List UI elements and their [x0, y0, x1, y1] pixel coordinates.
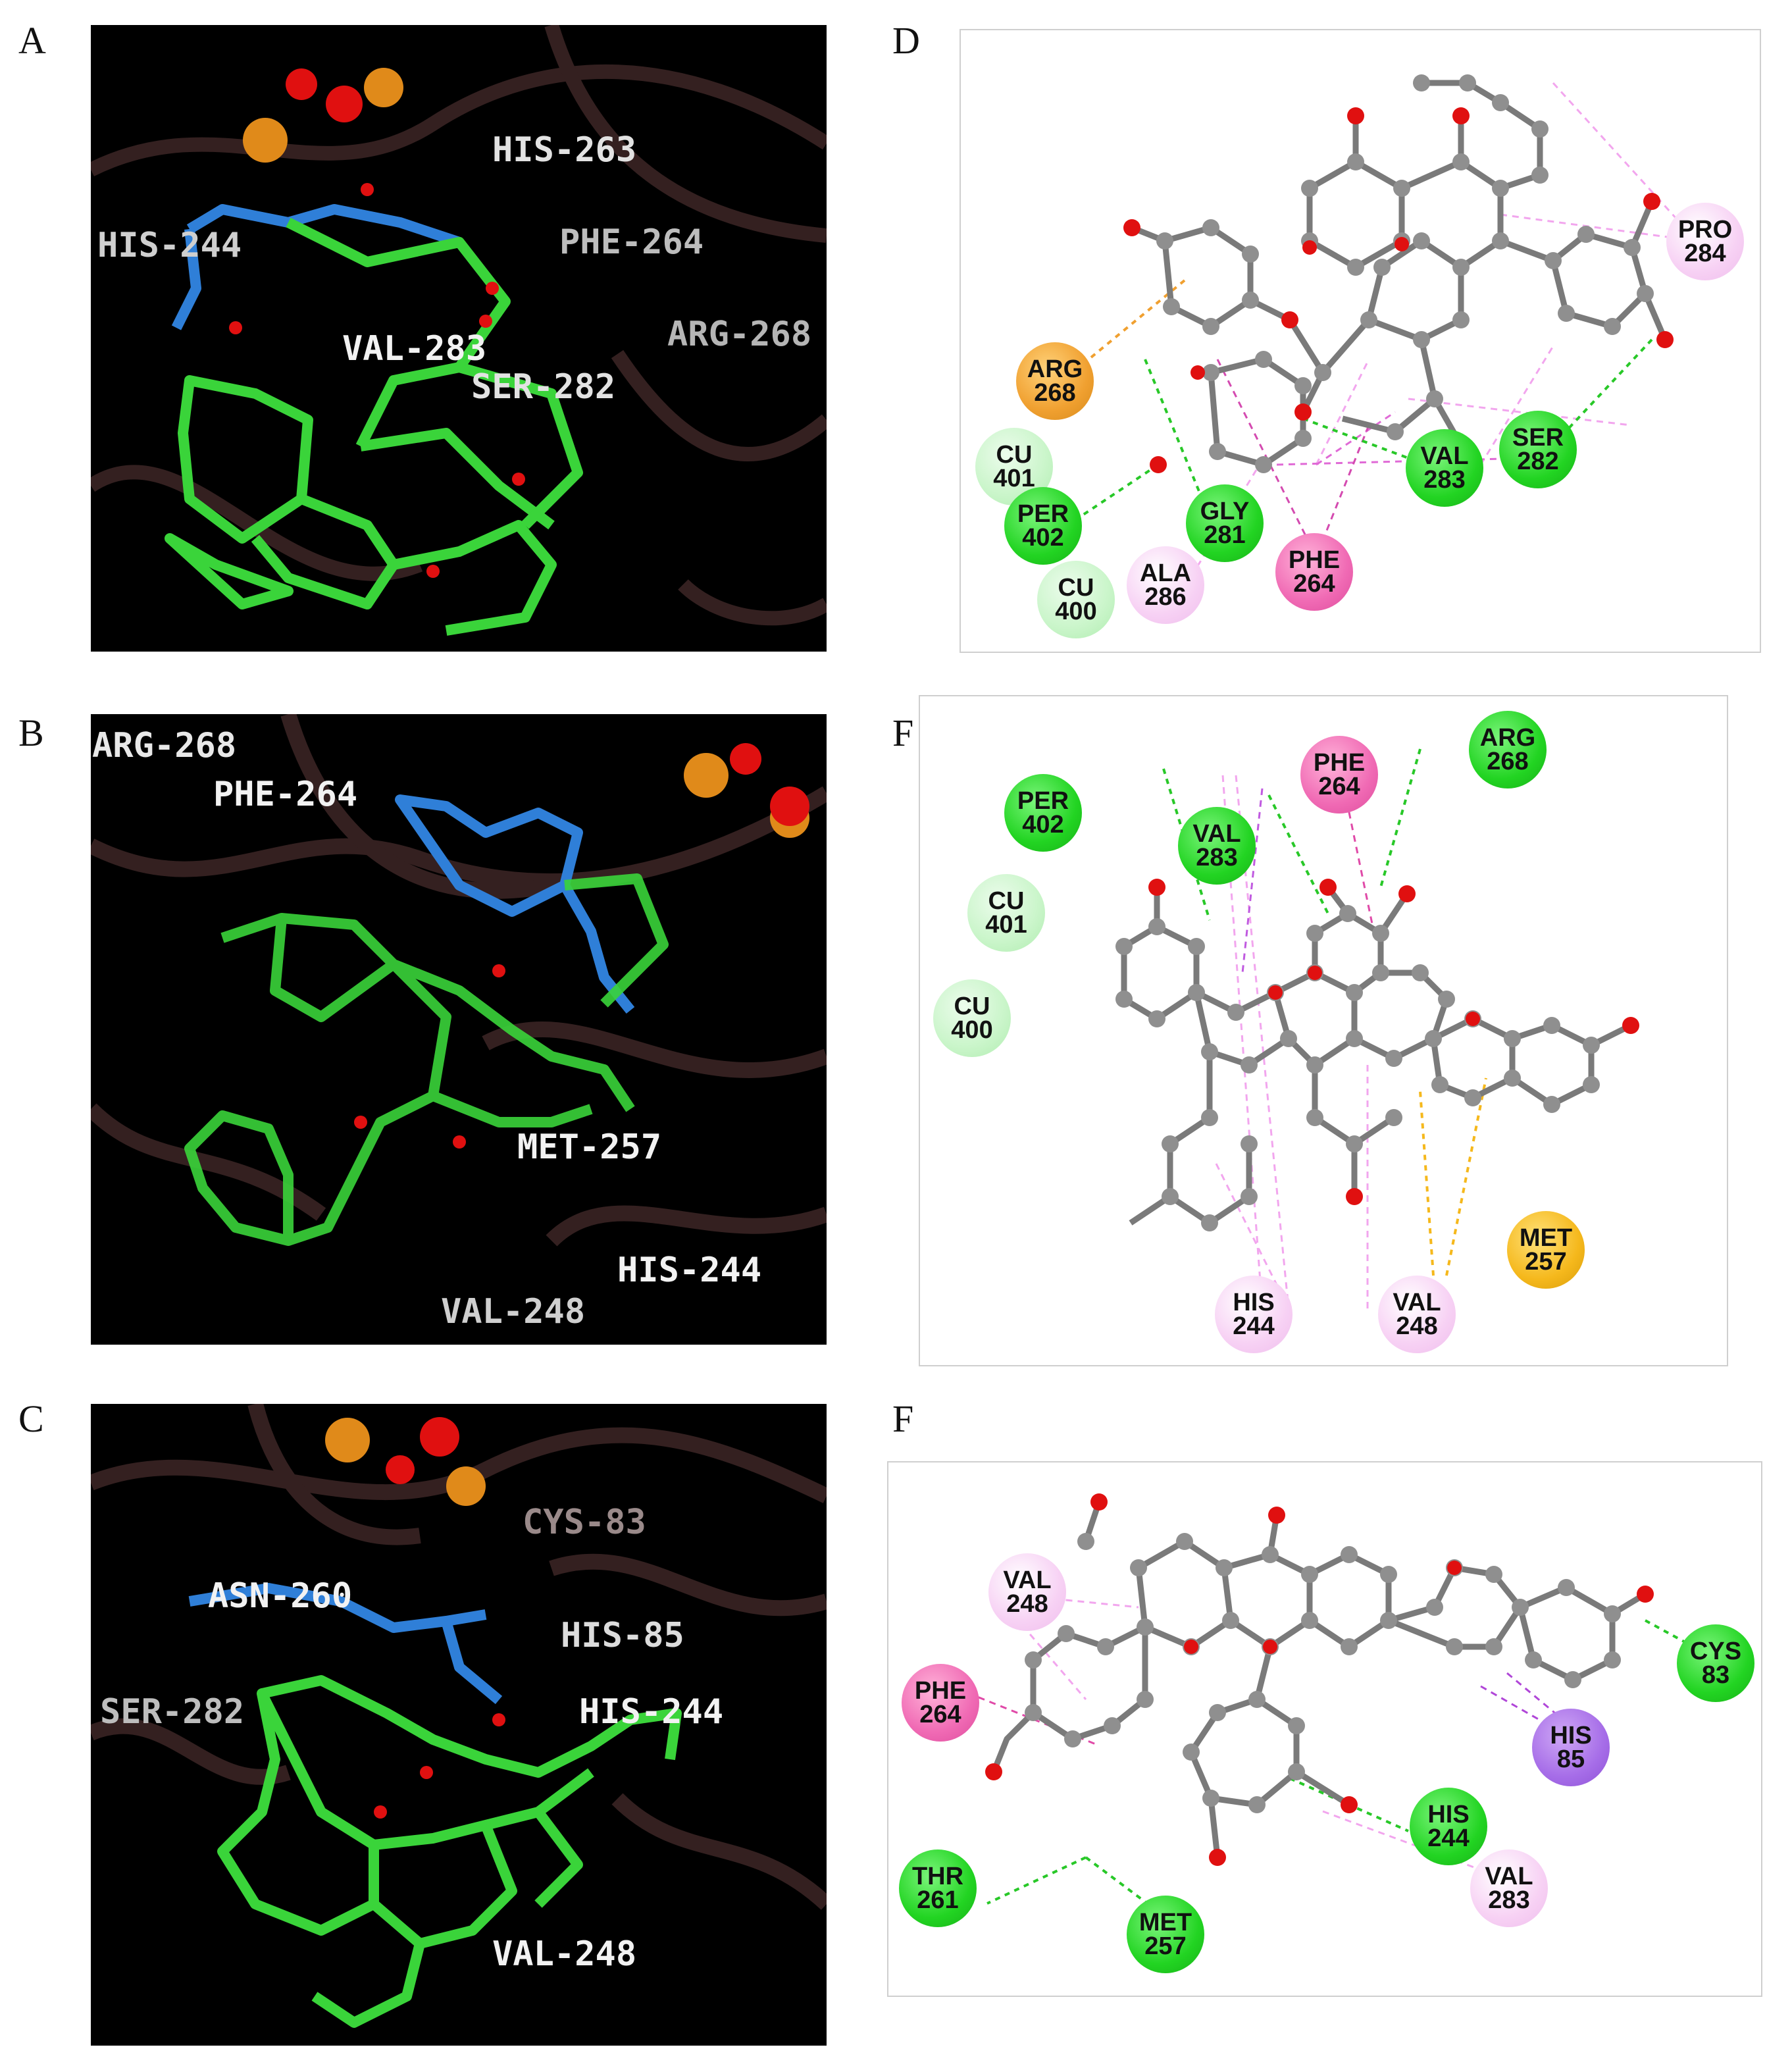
residue-pro284: PRO 284 — [1666, 203, 1744, 280]
residue-label-arg268: ARG-268 — [92, 726, 237, 765]
residue-phe264: PHE 264 — [1300, 736, 1378, 814]
residue-arg268: ARG 268 — [1469, 711, 1547, 788]
residue-label-ser282: SER-282 — [471, 367, 616, 407]
residue-label-his244: HIS-244 — [617, 1251, 762, 1290]
residue-val283: VAL 283 — [1470, 1849, 1548, 1927]
panel-a-3d-view: HIS-263 HIS-244 PHE-264 ARG-268 VAL-283 … — [91, 25, 827, 652]
residue-label-his244: HIS-244 — [579, 1692, 724, 1732]
residue-val283: VAL 283 — [1406, 429, 1483, 507]
residue-cys83: CYS 83 — [1677, 1624, 1754, 1702]
residue-cu400: CU 400 — [933, 979, 1011, 1057]
residue-val248: VAL 248 — [988, 1553, 1066, 1631]
panel-c-3d-view: CYS-83 ASN-260 HIS-85 SER-282 HIS-244 VA… — [91, 1404, 827, 2046]
residue-per402: PER 402 — [1004, 774, 1082, 852]
residue-label-his85: HIS-85 — [561, 1616, 684, 1655]
residue-gly281: GLY 281 — [1186, 484, 1264, 562]
residue-label-met257: MET-257 — [517, 1127, 662, 1167]
residue-label-asn260: ASN-260 — [208, 1576, 353, 1616]
residue-label-cys83: CYS-83 — [523, 1503, 646, 1542]
residue-label-his244: HIS-244 — [97, 226, 242, 265]
residue-label-his263: HIS-263 — [492, 130, 637, 170]
residue-label-ser282: SER-282 — [100, 1692, 245, 1732]
panel-letter-c: C — [18, 1397, 44, 1440]
panel-e-ligand-drawing — [1115, 742, 1639, 1309]
residue-arg268: ARG 268 — [1016, 342, 1094, 420]
panel-f-ligand-drawing — [967, 1493, 1718, 1938]
residue-his85: HIS 85 — [1532, 1709, 1610, 1786]
panel-letter-a: A — [18, 19, 46, 62]
panel-a-render — [91, 25, 827, 636]
panel-d-2d-diagram: PRO 284 ARG 268 CU 401 PER 402 CU 400 VA… — [960, 29, 1761, 653]
residue-label-val248: VAL-248 — [441, 1292, 586, 1331]
panel-b-render — [91, 714, 827, 1247]
panel-d-ligand-drawing — [1058, 74, 1698, 577]
panel-b-3d-view: ARG-268 PHE-264 MET-257 HIS-244 VAL-248 — [91, 714, 827, 1345]
residue-label-phe264: PHE-264 — [213, 775, 358, 814]
residue-his244: HIS 244 — [1410, 1788, 1487, 1865]
residue-phe264: PHE 264 — [1275, 533, 1353, 611]
residue-met257: MET 257 — [1507, 1211, 1585, 1289]
residue-label-phe264: PHE-264 — [559, 222, 704, 262]
residue-ser282: SER 282 — [1499, 411, 1577, 488]
panel-e-2d-diagram: PER 402 VAL 283 PHE 264 ARG 268 CU 401 C… — [919, 695, 1728, 1366]
residue-val248: VAL 248 — [1378, 1276, 1456, 1353]
residue-label-arg268: ARG-268 — [667, 315, 812, 354]
residue-val283: VAL 283 — [1178, 807, 1256, 885]
panel-letter-e: F — [892, 711, 914, 754]
residue-cu400: CU 400 — [1037, 561, 1115, 638]
residue-his244: HIS 244 — [1215, 1276, 1293, 1353]
panel-c-render — [91, 1404, 827, 2028]
residue-label-val283: VAL-283 — [342, 329, 487, 369]
residue-per402: PER 402 — [1004, 487, 1082, 565]
residue-thr261: THR 261 — [899, 1849, 977, 1927]
panel-letter-d: D — [892, 19, 920, 62]
residue-label-val248: VAL-248 — [492, 1934, 637, 1974]
residue-cu401: CU 401 — [967, 874, 1045, 952]
panel-letter-b: B — [18, 711, 44, 754]
residue-met257: MET 257 — [1127, 1896, 1204, 1973]
residue-phe264: PHE 264 — [902, 1664, 979, 1742]
residue-ala286: ALA 286 — [1127, 546, 1204, 624]
panel-f-2d-diagram: VAL 248 PHE 264 THR 261 MET 257 HIS 244 … — [887, 1461, 1762, 1997]
panel-letter-f: F — [892, 1397, 914, 1440]
